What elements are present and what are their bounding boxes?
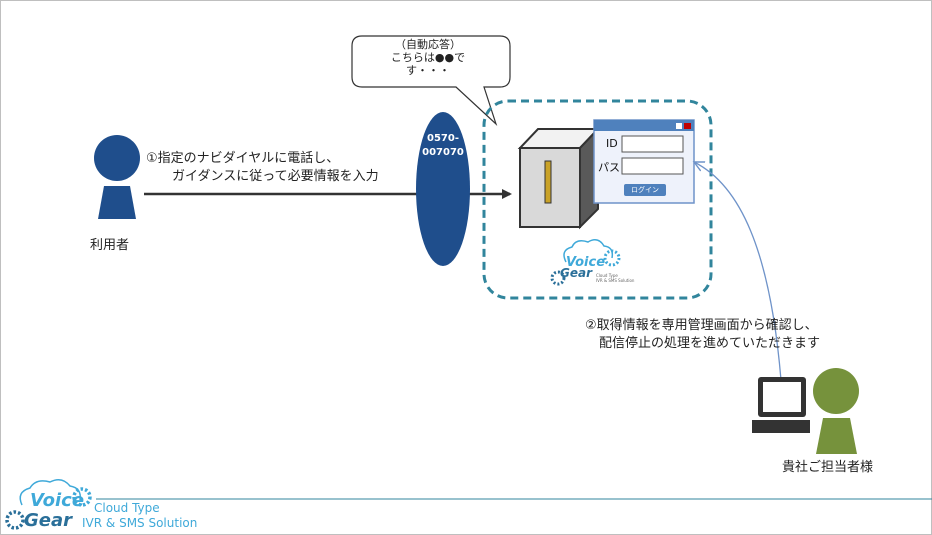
server-icon — [517, 126, 601, 230]
logo-small-voice: Voice — [566, 255, 606, 270]
phone-number-ellipse — [416, 112, 470, 266]
step1-line2: ガイダンスに従って必要情報を入力 — [172, 169, 379, 184]
logo-small-gear: Gear — [560, 266, 593, 280]
logo-small-sub: Cloud Type IVR & SMS Solution — [596, 273, 635, 283]
login-id-label: ID — [606, 137, 618, 150]
service-area-dashed-frame — [482, 99, 713, 300]
user-label: 利用者 — [90, 238, 130, 253]
step1-line1: ①指定のナビダイヤルに電話し、 — [146, 151, 340, 166]
footer-logo-voice: Voice — [30, 490, 85, 511]
user-person-icon — [94, 135, 140, 219]
admin-access-connector — [694, 162, 782, 381]
admin-label: 貴社ご担当者様 — [782, 460, 874, 475]
footer-solution: IVR & SMS Solution — [82, 516, 198, 530]
admin-person-icon — [813, 368, 859, 454]
bubble-text: （自動応答） こちらは●●で す・・・ — [390, 38, 466, 77]
login-button[interactable]: ログイン — [631, 186, 659, 194]
footer-cloud-type: Cloud Type — [94, 501, 160, 515]
phone-number: 0570- 007070 — [422, 133, 464, 158]
cloud-gear-logo-icon — [550, 239, 621, 286]
computer-icon — [752, 377, 810, 433]
footer-logo-gear: Gear — [24, 510, 73, 531]
login-window — [593, 119, 695, 204]
step2-line2: 配信停止の処理を進めていただきます — [599, 336, 821, 351]
step2-line1: ②取得情報を専用管理画面から確認し、 — [585, 318, 818, 333]
login-pass-label: パス — [598, 161, 620, 174]
speech-bubble — [351, 35, 511, 127]
footer-logo-icon — [5, 479, 92, 530]
